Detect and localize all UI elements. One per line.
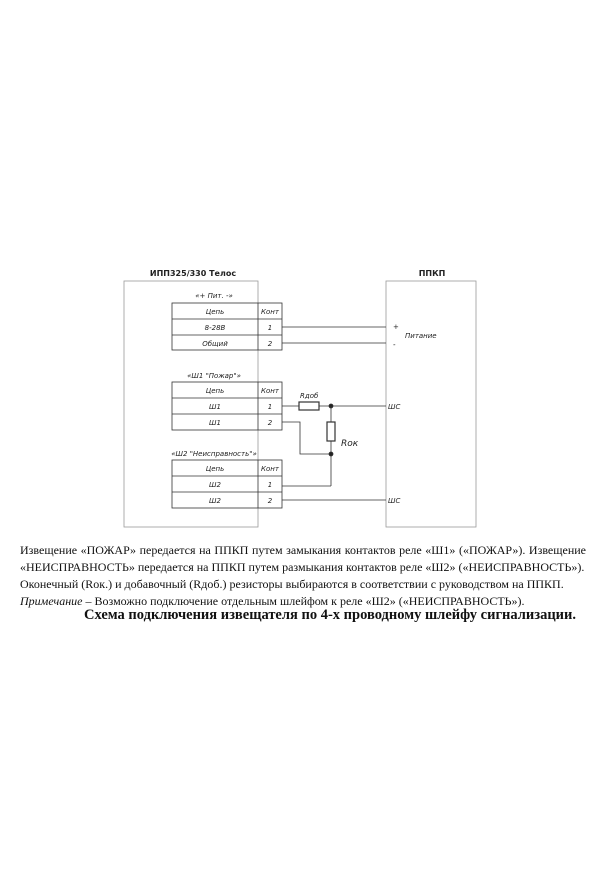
header-contact: Конт: [261, 387, 280, 395]
sh2-table: Цепь Конт Ш2 1 Ш2 2: [171, 459, 283, 509]
resistor-r-add: [298, 401, 320, 411]
device-title: ИПП325/330 Телос: [150, 269, 236, 278]
plus-label: +: [393, 323, 399, 331]
r-add-label: Rдоб: [300, 392, 319, 400]
r-end-label: Rок: [341, 439, 359, 449]
sh1-block-label: «Ш1 "Пожар"»: [187, 372, 241, 380]
cell: 1: [268, 481, 272, 489]
junction: [328, 451, 334, 457]
wire-sh1-2: [282, 421, 331, 455]
cell: Общий: [202, 340, 228, 348]
description: Извещение «ПОЖАР» передается на ППКП пут…: [20, 542, 586, 610]
cell: Ш1: [209, 419, 221, 427]
paragraph-2: Оконечный (Rок.) и добавочный (Rдоб.) ре…: [20, 577, 564, 591]
header-circuit: Цепь: [206, 465, 224, 473]
cell: Ш1: [209, 403, 221, 411]
power-label: Питание: [405, 332, 437, 340]
loop2-label: ШС: [388, 497, 400, 505]
cell: Ш2: [209, 481, 221, 489]
caption: Схема подключения извещателя по 4-х пров…: [83, 607, 577, 623]
minus-label: -: [393, 341, 396, 349]
panel-title: ППКП: [419, 269, 446, 278]
paragraph-1: Извещение «ПОЖАР» передается на ППКП пут…: [20, 543, 586, 574]
cell: 8-28В: [205, 324, 226, 332]
cell: 2: [268, 497, 273, 505]
header-circuit: Цепь: [206, 308, 224, 316]
note: Примечание – Возможно подключение отдель…: [20, 593, 586, 610]
cell: 1: [268, 403, 272, 411]
note-label: Примечание: [20, 594, 83, 608]
loop1-label: ШС: [388, 403, 400, 411]
note-text: – Возможно подключение отдельным шлейфом…: [82, 594, 525, 608]
header-contact: Конт: [261, 465, 280, 473]
panel-box: [385, 280, 477, 528]
cell: 2: [268, 419, 273, 427]
header-contact: Конт: [261, 308, 280, 316]
header-circuit: Цепь: [206, 387, 224, 395]
resistor-r-end: [326, 421, 336, 442]
cell: 1: [268, 324, 272, 332]
cell: 2: [268, 340, 273, 348]
sh2-block-label: «Ш2 "Неисправность"»: [171, 450, 257, 458]
cell: Ш2: [209, 497, 221, 505]
power-table: Цепь Конт 8-28В 1 Общий 2: [171, 302, 283, 351]
power-block-label: «+ Пит. -»: [195, 292, 233, 300]
sh1-table: Цепь Конт Ш1 1 Ш1 2: [171, 381, 283, 431]
